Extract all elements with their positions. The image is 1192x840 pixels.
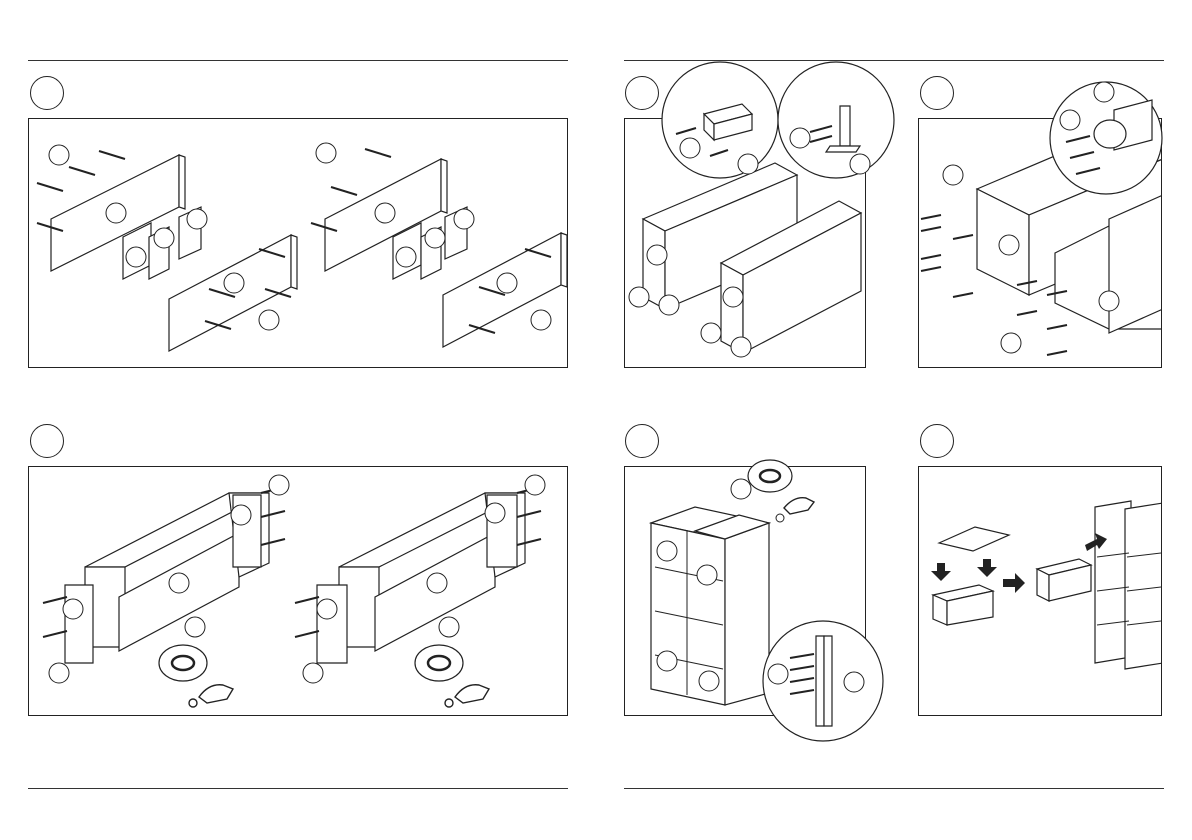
step-number-circle [30,76,64,110]
step-number-circle [920,76,954,110]
step-panel-frame-side-panels [28,118,568,368]
side-panel-assembly-illustration [29,119,568,368]
step-panel-frame-long-shelves [28,466,568,716]
step-panel-frame-drawers [918,466,1162,716]
bottom-rule-left [28,788,568,789]
drawer-insert-illustration [919,467,1162,716]
magnifier-callout-icon [660,56,900,186]
long-shelf-assembly-illustration [29,467,568,716]
top-rule-left [28,60,568,61]
step-number-circle [625,76,659,110]
step-number-circle [625,424,659,458]
bottom-rule-right [624,788,1164,789]
step-number-circle [920,424,954,458]
magnifier-callout-icon [760,618,886,744]
hand-press-icon [189,685,489,707]
cam-lock-icon [740,452,820,528]
step-number-circle [30,424,64,458]
magnifier-callout-icon [1044,80,1174,196]
